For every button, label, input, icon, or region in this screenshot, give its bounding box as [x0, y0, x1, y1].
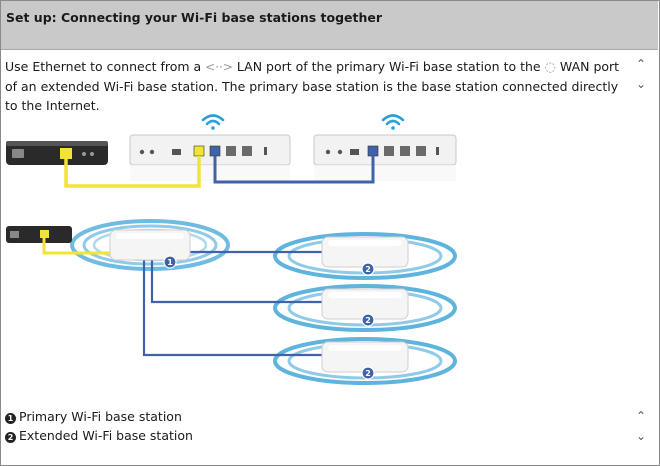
- badge-extended-1: 2: [361, 262, 375, 276]
- bottom-modem: [6, 226, 72, 243]
- bottom-extended-base-station-2: [321, 288, 409, 320]
- bottom-extended-base-station-3: [321, 341, 409, 373]
- badge-primary: 1: [163, 255, 177, 269]
- legend-label: Extended Wi-Fi base station: [19, 428, 193, 443]
- description-text: Use Ethernet to connect from a <··> LAN …: [5, 57, 633, 115]
- top-blue-cable: [213, 156, 375, 184]
- svg-text:1: 1: [167, 258, 173, 267]
- legend-scroll-down-button[interactable]: ⌄: [635, 429, 647, 443]
- top-yellow-cable: [64, 156, 201, 188]
- badge-extended-3: 2: [361, 366, 375, 380]
- lan-port-icon: <··>: [205, 60, 233, 74]
- description-scroller: ⌃ ⌄: [634, 54, 648, 94]
- page-title: Set up: Connecting your Wi-Fi base stati…: [6, 10, 383, 25]
- legend-label: Primary Wi-Fi base station: [19, 409, 182, 424]
- svg-text:2: 2: [365, 369, 371, 378]
- description-part3: WAN port of an extended Wi-Fi base stati…: [5, 59, 620, 113]
- description-part2: LAN port of the primary Wi-Fi base stati…: [232, 59, 545, 74]
- bottom-yellow-cable: [42, 238, 116, 255]
- svg-text:2: 2: [365, 316, 371, 325]
- description-part1: Use Ethernet to connect from a: [5, 59, 206, 74]
- wan-port-icon: ◌: [544, 60, 556, 75]
- top-wifi-icon-primary: [201, 114, 225, 130]
- top-modem: [6, 141, 108, 165]
- scroll-down-button[interactable]: ⌄: [635, 77, 647, 91]
- badge-extended-2: 2: [361, 313, 375, 327]
- bottom-extended-base-station-1: [321, 236, 409, 268]
- legend-number: 1: [5, 413, 16, 424]
- scroll-up-button[interactable]: ⌃: [635, 57, 647, 71]
- legend-number: 2: [5, 432, 16, 443]
- svg-text:2: 2: [365, 265, 371, 274]
- top-primary-base-station: [129, 134, 291, 181]
- bottom-primary-base-station: [109, 229, 191, 261]
- legend-scroller: ⌃ ⌄: [634, 406, 648, 446]
- top-wifi-icon-extended: [381, 114, 405, 130]
- top-extended-base-station: [313, 134, 457, 181]
- legend-scroll-up-button[interactable]: ⌃: [635, 409, 647, 423]
- title-bar: Set up: Connecting your Wi-Fi base stati…: [1, 1, 658, 50]
